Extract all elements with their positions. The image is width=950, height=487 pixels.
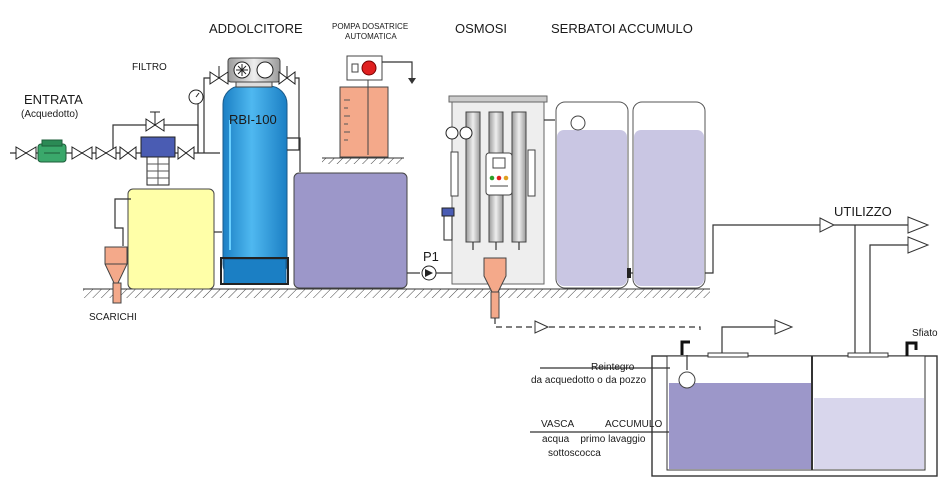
- drain-funnel: [104, 246, 128, 304]
- pump-p1-icon: [421, 265, 452, 281]
- label-filtro: FILTRO: [132, 62, 167, 73]
- brine-tank: [114, 188, 222, 290]
- label-scarichi: SCARICHI: [89, 312, 137, 323]
- label-pompa-line1: POMPA DOSATRICE: [332, 22, 408, 31]
- label-acquedotto: (Acquedotto): [21, 109, 78, 120]
- label-p1: P1: [423, 249, 439, 264]
- purple-tank: [293, 172, 420, 289]
- label-reintegro-line1: Reintegro: [591, 362, 635, 373]
- label-serbatoi: SERBATOI ACCUMULO: [551, 21, 693, 36]
- label-addolcitore: ADDOLCITORE: [209, 21, 303, 36]
- label-sfiato: Sfiato: [912, 328, 938, 339]
- inlet-valve-icon: [15, 146, 37, 160]
- label-reintegro-line2: da acquedotto o da pozzo: [531, 375, 647, 386]
- bypass-valve-icon: [119, 111, 195, 160]
- softener-control-head: [227, 57, 281, 83]
- dashed-overflow-line: [549, 319, 794, 356]
- softener-valves-icon: [203, 66, 301, 172]
- storage-tank-2: [627, 101, 706, 289]
- pressure-reducer-icon: [37, 139, 67, 163]
- underground-vessel: [530, 340, 938, 477]
- label-osmosi: OSMOSI: [455, 21, 507, 36]
- pressure-gauge-icon: [188, 89, 204, 105]
- utilizzo-line: [705, 216, 930, 384]
- filter-unit: [140, 136, 176, 186]
- storage-tank-1: [555, 101, 629, 289]
- check-valve-icon: [71, 146, 117, 160]
- label-utilizzo: UTILIZZO: [834, 204, 892, 219]
- ro-drain-funnel: [483, 257, 550, 334]
- label-rbi: RBI-100: [229, 112, 277, 127]
- softener-column: [220, 76, 289, 285]
- label-entrata: ENTRATA: [24, 92, 83, 107]
- dosing-pump: [339, 55, 416, 158]
- label-pompa-line2: AUTOMATICA: [345, 32, 397, 41]
- label-vasca-word2: ACCUMULO: [605, 419, 662, 430]
- ro-unit: [441, 95, 555, 285]
- label-vasca-line3: sottoscocca: [548, 448, 601, 459]
- label-vasca-line2: acqua primo lavaggio: [542, 434, 646, 445]
- label-vasca-word1: VASCA: [541, 419, 574, 430]
